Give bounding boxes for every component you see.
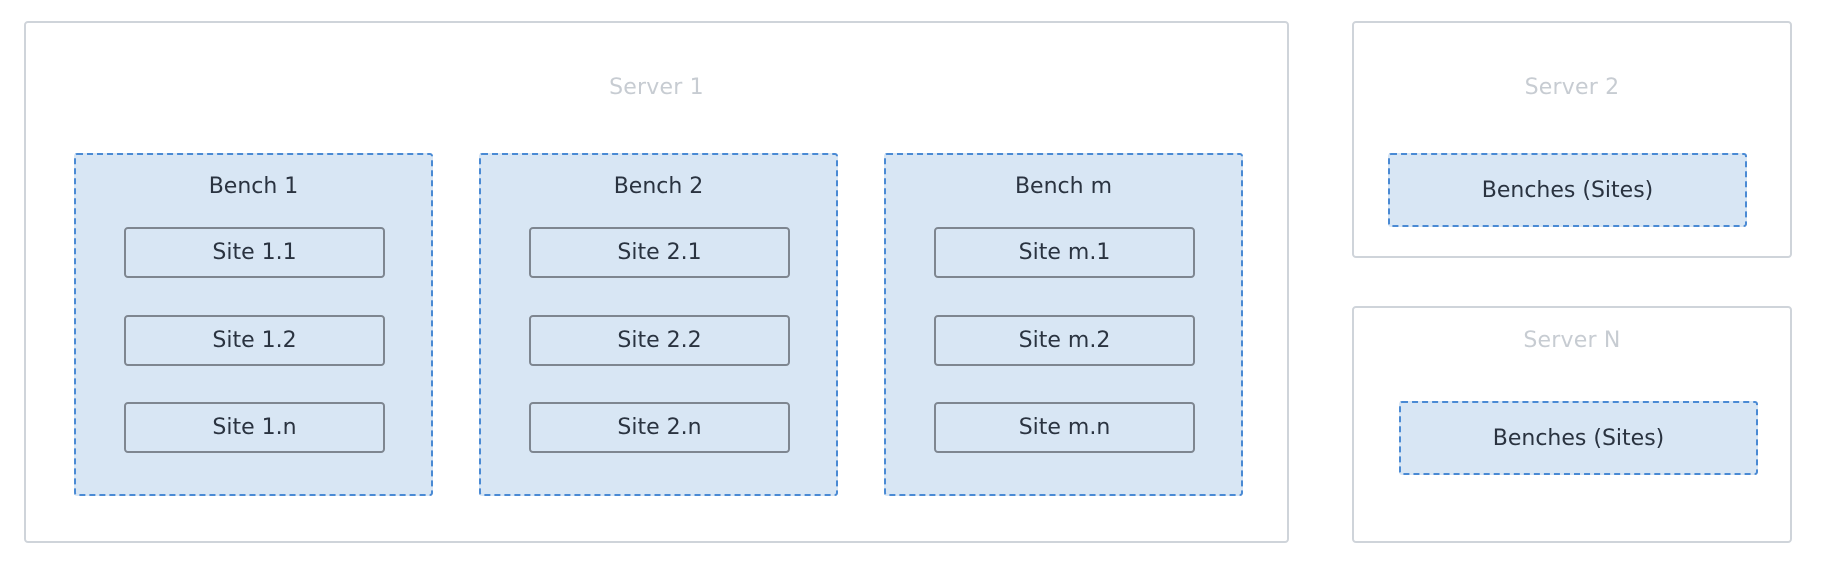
site-m-1: Site m.1 <box>934 227 1195 278</box>
server-n-box: Server N Benches (Sites) <box>1352 306 1792 543</box>
bench-m-title: Bench m <box>1014 174 1113 199</box>
site-2-1: Site 2.1 <box>529 227 790 278</box>
server-n-title: Server N <box>1523 328 1621 353</box>
site-m-n: Site m.n <box>934 402 1195 453</box>
server-2-box: Server 2 Benches (Sites) <box>1352 21 1792 258</box>
site-m-2: Site m.2 <box>934 315 1195 366</box>
server-1-title: Server 1 <box>609 75 704 100</box>
server-1-box: Server 1 Bench 1 Site 1.1 Site 1.2 Site … <box>24 21 1289 543</box>
site-1-1: Site 1.1 <box>124 227 385 278</box>
bench-m: Bench m Site m.1 Site m.2 Site m.n <box>884 153 1243 496</box>
site-2-2: Site 2.2 <box>529 315 790 366</box>
server-n-benches: Benches (Sites) <box>1399 401 1758 475</box>
bench-1-title: Bench 1 <box>208 174 299 199</box>
site-1-n: Site 1.n <box>124 402 385 453</box>
site-2-n: Site 2.n <box>529 402 790 453</box>
server-2-title: Server 2 <box>1524 75 1620 100</box>
server-2-benches: Benches (Sites) <box>1388 153 1747 227</box>
bench-2-title: Bench 2 <box>613 174 704 199</box>
site-1-2: Site 1.2 <box>124 315 385 366</box>
bench-2: Bench 2 Site 2.1 Site 2.2 Site 2.n <box>479 153 838 496</box>
bench-1: Bench 1 Site 1.1 Site 1.2 Site 1.n <box>74 153 433 496</box>
